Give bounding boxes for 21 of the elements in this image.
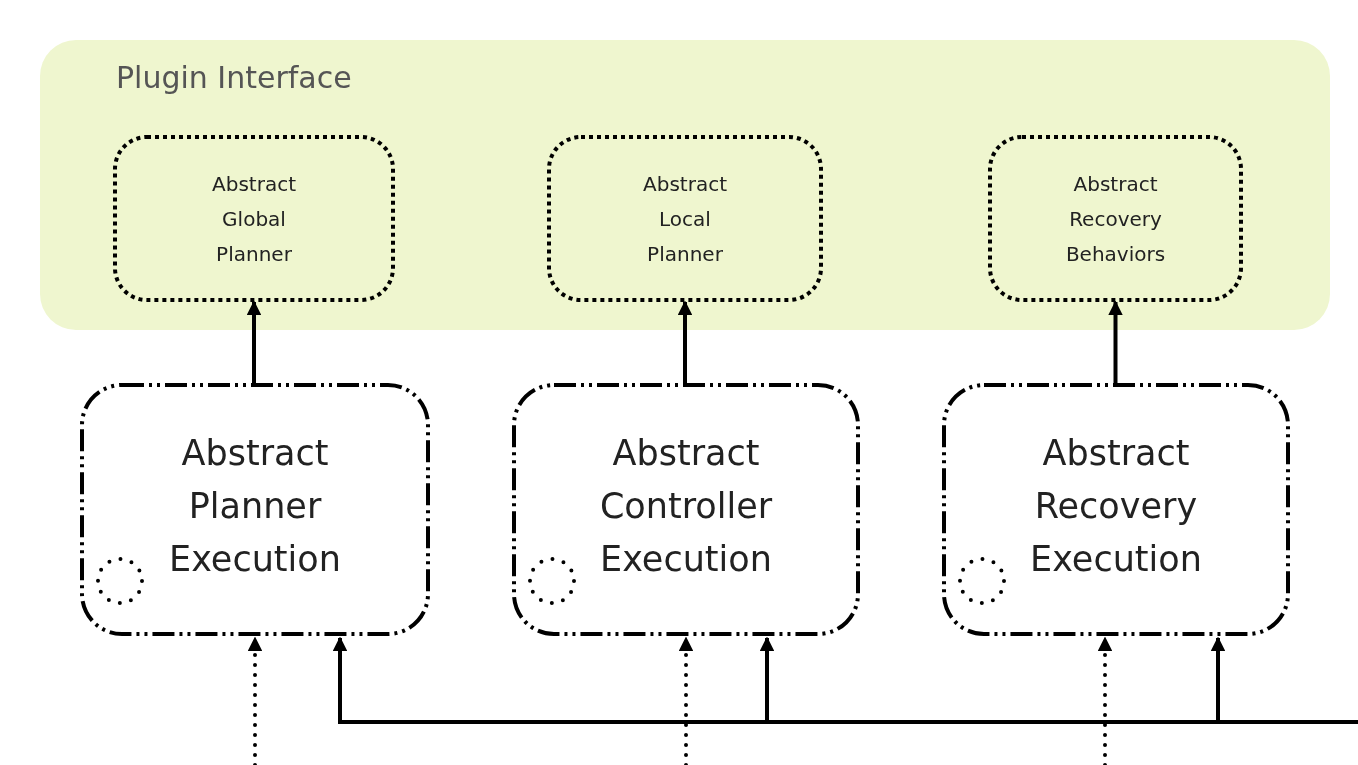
- execution-box: [512, 383, 860, 636]
- plugin-interface-panel: [40, 40, 1330, 330]
- box-label: Abstract Controller Execution: [598, 431, 774, 581]
- box-label: Abstract Recovery Behaviors: [1064, 170, 1167, 267]
- execution-box: [942, 383, 1290, 636]
- plugin-box: [113, 135, 395, 302]
- box-label: Abstract Planner Execution: [168, 431, 342, 581]
- box-label: Abstract Recovery Execution: [1029, 431, 1203, 581]
- arrow: [1108, 300, 1123, 383]
- panel-title: Plugin Interface: [116, 60, 352, 95]
- dotted-arrow: [247, 636, 263, 765]
- arrow: [677, 300, 693, 383]
- box-label: Abstract Global Planner: [211, 170, 297, 267]
- dotted-arrow: [678, 636, 694, 765]
- plugin-box: [547, 135, 823, 302]
- arrow: [246, 300, 262, 383]
- box-label: Abstract Local Planner: [642, 170, 728, 267]
- plugin-box: [988, 135, 1243, 302]
- arrow: [1210, 636, 1358, 724]
- execution-box: [80, 383, 430, 636]
- dotted-arrow: [1097, 636, 1113, 765]
